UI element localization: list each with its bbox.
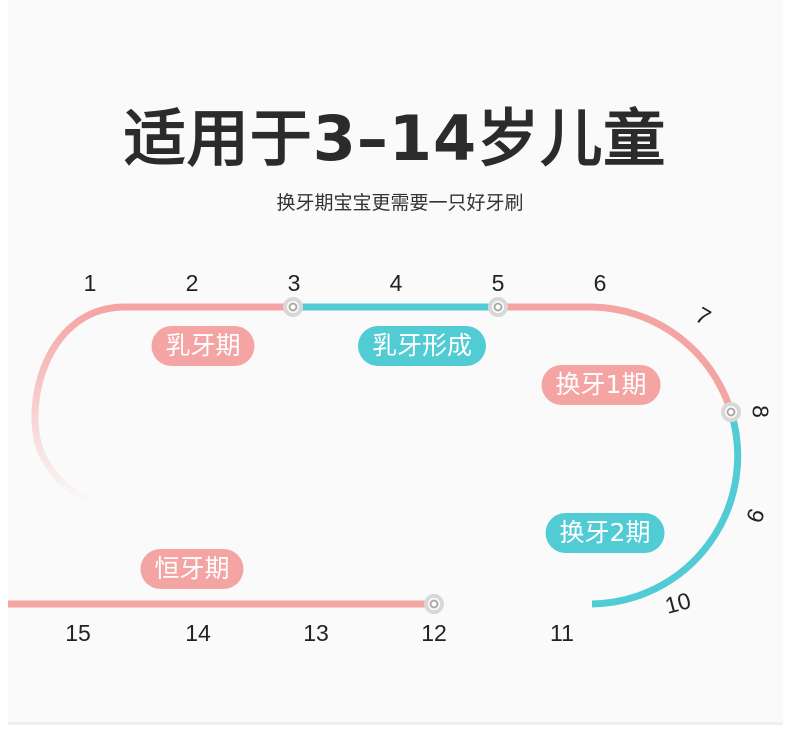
- stage-permanent-teeth: 恒牙期: [140, 549, 244, 589]
- node-12: [424, 594, 444, 614]
- track-segment-teal-2: [591, 410, 742, 608]
- age-14: 14: [185, 620, 211, 646]
- node-8: [721, 402, 741, 422]
- age-3: 3: [287, 270, 301, 296]
- stage-primary-forming: 乳牙形成: [357, 326, 487, 366]
- age-15: 15: [65, 620, 91, 646]
- stage-primary-teeth: 乳牙期: [151, 326, 255, 366]
- age-5: 5: [491, 270, 505, 296]
- node-5: [488, 297, 508, 317]
- divider: [8, 722, 783, 725]
- age-1: 1: [83, 270, 97, 296]
- age-2: 2: [185, 270, 199, 296]
- track-segment-pink-2: [498, 303, 735, 414]
- age-13: 13: [303, 620, 329, 646]
- age-12: 12: [421, 620, 447, 646]
- page-title: 适用于3–14岁儿童: [123, 102, 667, 175]
- age-4: 4: [389, 270, 403, 296]
- node-3: [283, 297, 303, 317]
- age-11: 11: [550, 620, 574, 646]
- page-subtitle: 换牙期宝宝更需要一只好牙刷: [276, 192, 524, 214]
- age-8: 8: [747, 405, 774, 418]
- stage-replacement-1: 换牙1期: [541, 365, 661, 405]
- track-left-fade: [31, 303, 126, 509]
- stage-replacement-2: 换牙2期: [545, 513, 665, 553]
- age-6: 6: [593, 270, 607, 296]
